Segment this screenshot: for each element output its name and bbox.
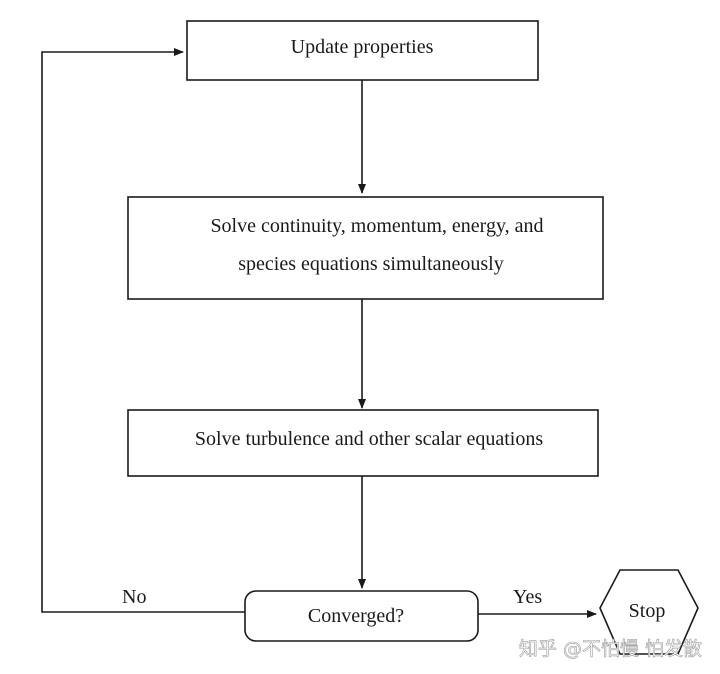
node-solve-main-equations: Solve continuity, momentum, energy, and …: [127, 196, 604, 300]
edge-converged-to-update-no: [41, 48, 245, 613]
node-solve-turbulence-label: Solve turbulence and other scalar equati…: [195, 428, 543, 450]
node-update-properties-label: Update properties: [291, 36, 434, 58]
node-converged: Converged?: [244, 590, 479, 642]
edge-label-no: No: [122, 586, 146, 608]
node-update-properties: Update properties: [186, 20, 539, 81]
node-stop-label: Stop: [629, 600, 666, 622]
watermark: 知乎 @不怕慢 怕发散: [519, 638, 702, 660]
node-stop: Stop: [599, 569, 699, 655]
edge-label-yes: Yes: [513, 586, 542, 608]
node-solve-turbulence: Solve turbulence and other scalar equati…: [127, 409, 599, 477]
node-solve-main-line2: species equations simultaneously: [238, 253, 504, 275]
node-solve-main-line1: Solve continuity, momentum, energy, and: [210, 215, 543, 237]
node-converged-label: Converged?: [308, 605, 404, 627]
